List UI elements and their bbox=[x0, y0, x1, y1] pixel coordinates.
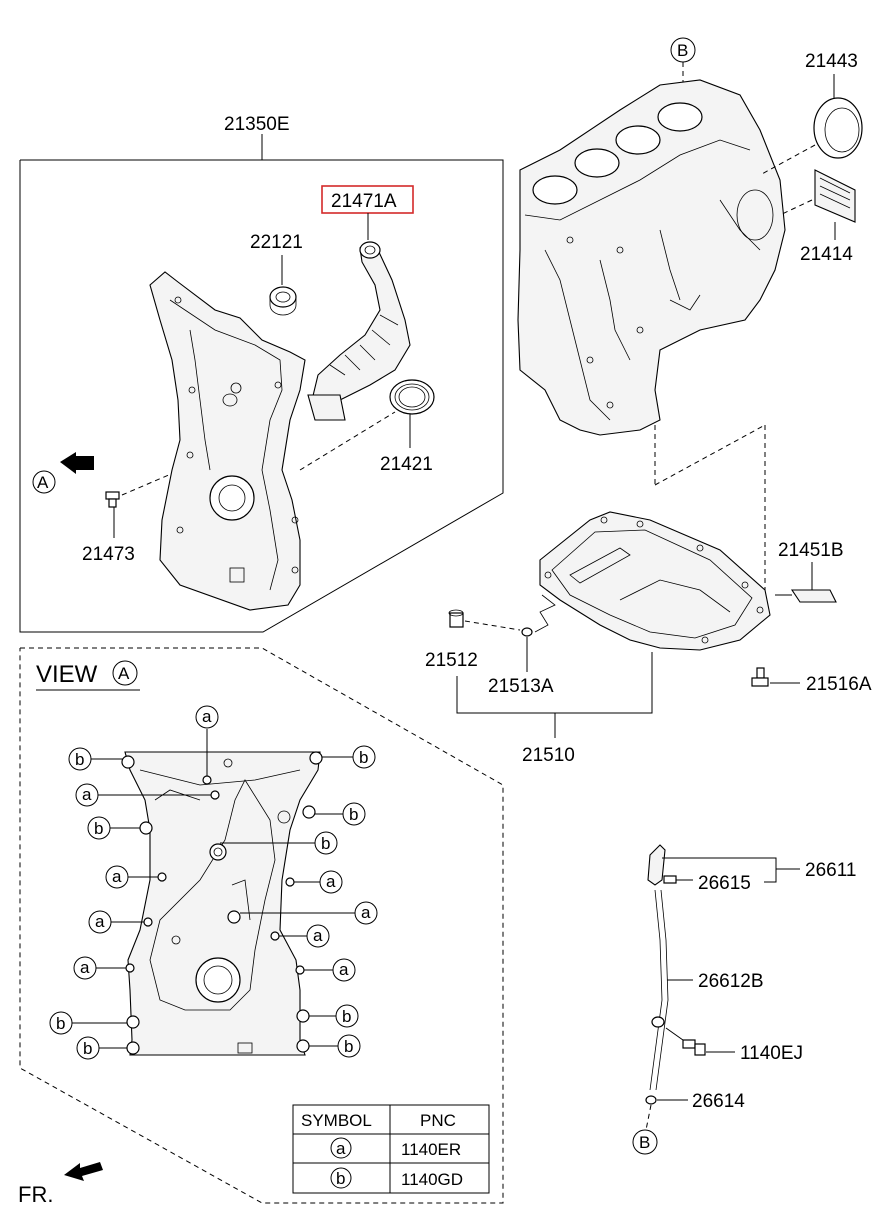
drain-plug-21512 bbox=[448, 609, 521, 631]
bolt-callouts: a a a a a a a a a bbox=[49, 705, 378, 1060]
callout-a: a bbox=[95, 912, 105, 931]
timing-cover bbox=[149, 271, 396, 611]
oil-pan-assembly: 21451B 21512 21513A 21510 21516A bbox=[425, 511, 872, 766]
marker-B-bottom-circle bbox=[632, 1129, 658, 1155]
callout-a: a bbox=[82, 785, 92, 804]
view-letter-circle bbox=[112, 660, 138, 686]
callout-a: a bbox=[202, 707, 212, 726]
bolt-1140EJ bbox=[682, 1039, 706, 1056]
table-header-symbol: SYMBOL bbox=[301, 1111, 372, 1130]
label-21516A[interactable]: 21516A bbox=[806, 674, 872, 695]
front-indicator: FR. bbox=[18, 1162, 103, 1207]
label-26615[interactable]: 26615 bbox=[698, 873, 751, 894]
callout-b: b bbox=[94, 819, 103, 838]
label-21443[interactable]: 21443 bbox=[805, 51, 858, 72]
callout-a: a bbox=[112, 867, 122, 886]
label-21513A[interactable]: 21513A bbox=[488, 676, 554, 697]
marker-B-top: B bbox=[677, 41, 688, 60]
table-header-pnc: PNC bbox=[420, 1111, 456, 1130]
label-21414[interactable]: 21414 bbox=[800, 244, 853, 265]
callout-a: a bbox=[361, 903, 371, 922]
dipstick-assembly: 1140EJ 26615 26611 26612B 26614 B bbox=[632, 844, 856, 1155]
view-a-arrow: A bbox=[32, 452, 94, 494]
seal-22121 bbox=[269, 286, 297, 316]
label-26611[interactable]: 26611 bbox=[805, 860, 856, 881]
strainer-21451B bbox=[775, 589, 837, 603]
baffle-plate-21414 bbox=[814, 169, 856, 223]
callout-b: b bbox=[75, 750, 84, 769]
marker-A: A bbox=[37, 473, 49, 492]
marker-A-circle bbox=[32, 470, 56, 494]
callout-a: a bbox=[326, 872, 336, 891]
label-21471A[interactable]: 21471A bbox=[331, 191, 397, 212]
table-row-pnc[interactable]: 1140ER bbox=[401, 1140, 461, 1159]
rear-oil-seal-21443 bbox=[813, 97, 863, 159]
timing-cover-front-view bbox=[124, 751, 321, 1056]
front-label: FR. bbox=[18, 1182, 53, 1207]
callout-b: b bbox=[56, 1014, 65, 1033]
view-title: VIEW bbox=[36, 661, 98, 688]
callout-b: b bbox=[349, 805, 358, 824]
assembly-frame bbox=[19, 159, 504, 633]
view-a-frame bbox=[19, 647, 504, 1204]
label-21451B[interactable]: 21451B bbox=[778, 540, 844, 561]
marker-B-bottom: B bbox=[639, 1133, 650, 1152]
gasket-21513A bbox=[521, 627, 533, 637]
label-21421[interactable]: 21421 bbox=[380, 454, 433, 475]
arrow-icon bbox=[60, 452, 94, 474]
symbol-table: SYMBOL PNC a 1140ER b 1140GD bbox=[292, 1104, 490, 1194]
callout-b: b bbox=[321, 834, 330, 853]
label-21473[interactable]: 21473 bbox=[82, 544, 135, 565]
chain-guide-21471A bbox=[307, 241, 411, 421]
label-21512[interactable]: 21512 bbox=[425, 650, 478, 671]
callout-b: b bbox=[359, 748, 368, 767]
callout-a: a bbox=[339, 960, 349, 979]
label-22121[interactable]: 22121 bbox=[250, 232, 303, 253]
label-21350E[interactable]: 21350E bbox=[224, 114, 290, 135]
callout-b: b bbox=[83, 1039, 92, 1058]
oil-seal-21421 bbox=[389, 379, 435, 415]
label-21510[interactable]: 21510 bbox=[522, 745, 575, 766]
view-a-section: VIEW A a a bbox=[18, 647, 504, 1207]
dipstick-handle bbox=[647, 844, 666, 886]
table-row-symbol: b bbox=[336, 1169, 345, 1188]
table-row-pnc[interactable]: 1140GD bbox=[401, 1170, 463, 1189]
callout-b: b bbox=[344, 1037, 353, 1056]
timing-cover-assembly: 21350E 21471A 22121 21421 21473 A bbox=[19, 114, 504, 633]
callout-b: b bbox=[342, 1007, 351, 1026]
table-row-symbol: a bbox=[336, 1139, 346, 1158]
label-26612B[interactable]: 26612B bbox=[698, 971, 764, 992]
callout-a: a bbox=[313, 926, 323, 945]
callout-a: a bbox=[80, 958, 90, 977]
view-letter: A bbox=[118, 664, 130, 683]
label-1140EJ[interactable]: 1140EJ bbox=[740, 1043, 803, 1064]
cylinder-block: B 21443 214 bbox=[517, 37, 863, 590]
front-arrow-icon bbox=[64, 1162, 103, 1181]
label-26614[interactable]: 26614 bbox=[692, 1091, 745, 1112]
bolt-21516A bbox=[751, 667, 769, 687]
